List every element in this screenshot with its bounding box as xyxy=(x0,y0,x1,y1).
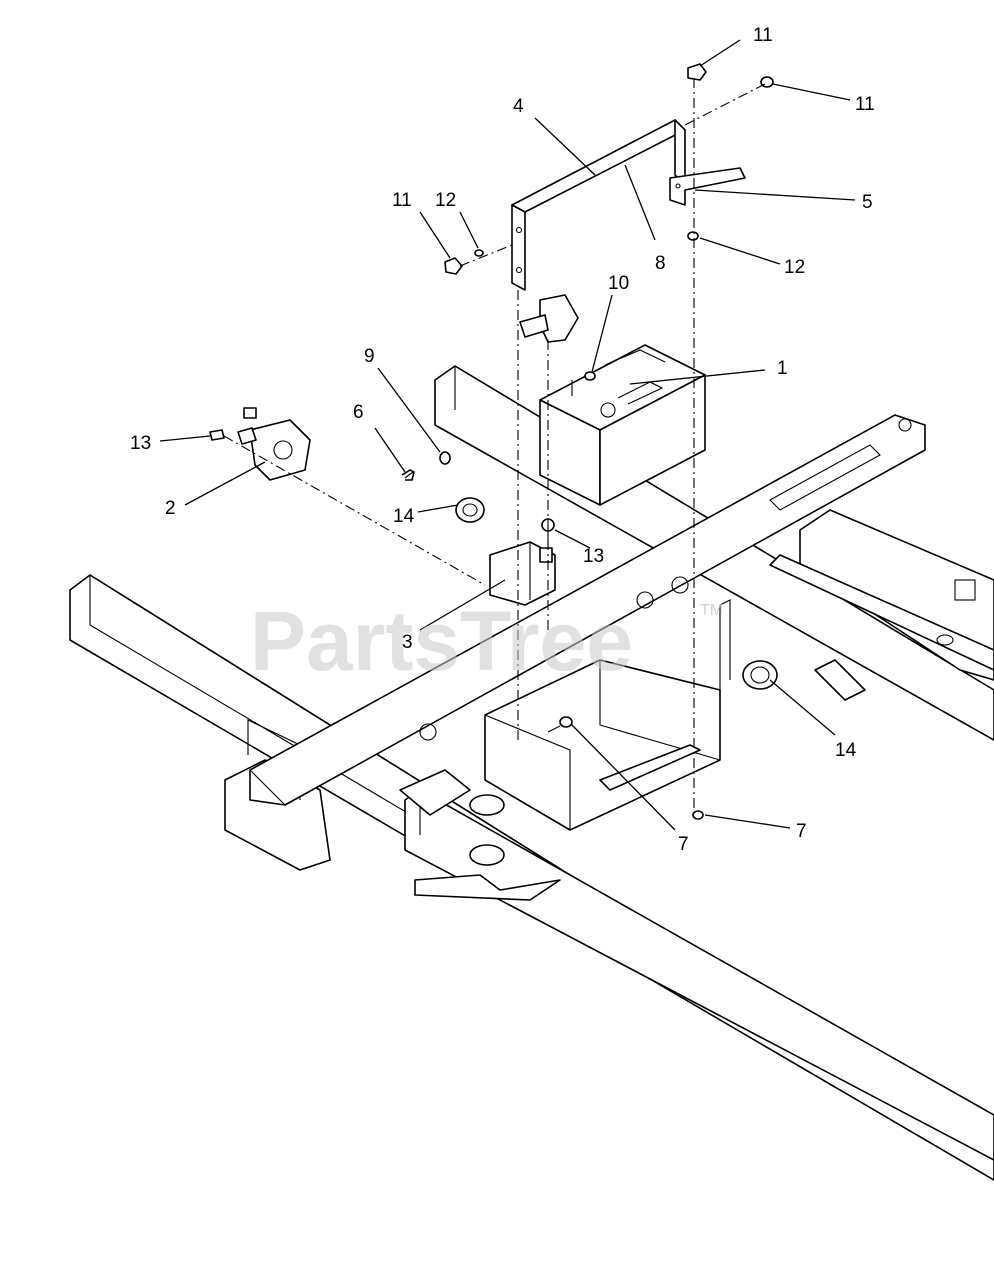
hex-nut-left xyxy=(444,257,463,275)
callout-13: 13 xyxy=(583,546,604,567)
callout-3: 3 xyxy=(402,632,413,653)
bolt-7-right xyxy=(692,810,704,820)
callout-7: 7 xyxy=(796,821,807,842)
callout-1: 1 xyxy=(777,358,788,379)
callout-4: 4 xyxy=(513,96,524,117)
strap-bracket xyxy=(669,167,746,206)
callout-11: 11 xyxy=(855,94,875,115)
callout-5: 5 xyxy=(862,192,873,213)
terminal-boot xyxy=(519,294,579,343)
callout-2: 2 xyxy=(165,498,176,519)
grommet-upper xyxy=(455,497,485,523)
callout-8: 8 xyxy=(655,253,666,274)
assembly-lines xyxy=(223,78,766,810)
callout-7: 7 xyxy=(678,834,689,855)
solenoid xyxy=(237,407,311,481)
callout-6: 6 xyxy=(353,402,364,423)
frame-cross-tube xyxy=(249,414,926,806)
watermark-trademark: TM xyxy=(700,602,723,619)
bolt-6 xyxy=(401,469,415,481)
callout-12: 12 xyxy=(435,190,456,211)
screw-13-upper xyxy=(209,429,225,441)
grommet-lower xyxy=(742,660,778,690)
washer-9 xyxy=(439,451,451,465)
callout-13: 13 xyxy=(130,433,151,454)
washer-right xyxy=(687,231,699,241)
battery xyxy=(539,344,706,506)
leader-lines xyxy=(159,39,856,831)
rear-crossmember xyxy=(399,769,994,1161)
bolt-7-center xyxy=(547,716,573,733)
hold-down-bracket xyxy=(511,119,686,291)
callout-9: 9 xyxy=(364,346,375,367)
callout-10: 10 xyxy=(608,273,629,294)
callout-labels: 11 11 4 11 12 5 8 12 10 1 9 6 13 2 14 13… xyxy=(130,25,875,855)
starter-relay xyxy=(489,541,556,606)
callout-11: 11 xyxy=(753,25,773,46)
hex-nut-top xyxy=(687,63,707,81)
callout-14: 14 xyxy=(393,506,415,527)
side-bracket-right xyxy=(769,509,994,701)
callout-11: 11 xyxy=(392,190,412,211)
watermark-text: PartsTree xyxy=(250,594,633,688)
screw-10 xyxy=(584,371,596,381)
washer-left xyxy=(474,249,484,257)
callout-14: 14 xyxy=(835,740,857,761)
callout-12: 12 xyxy=(784,257,805,278)
